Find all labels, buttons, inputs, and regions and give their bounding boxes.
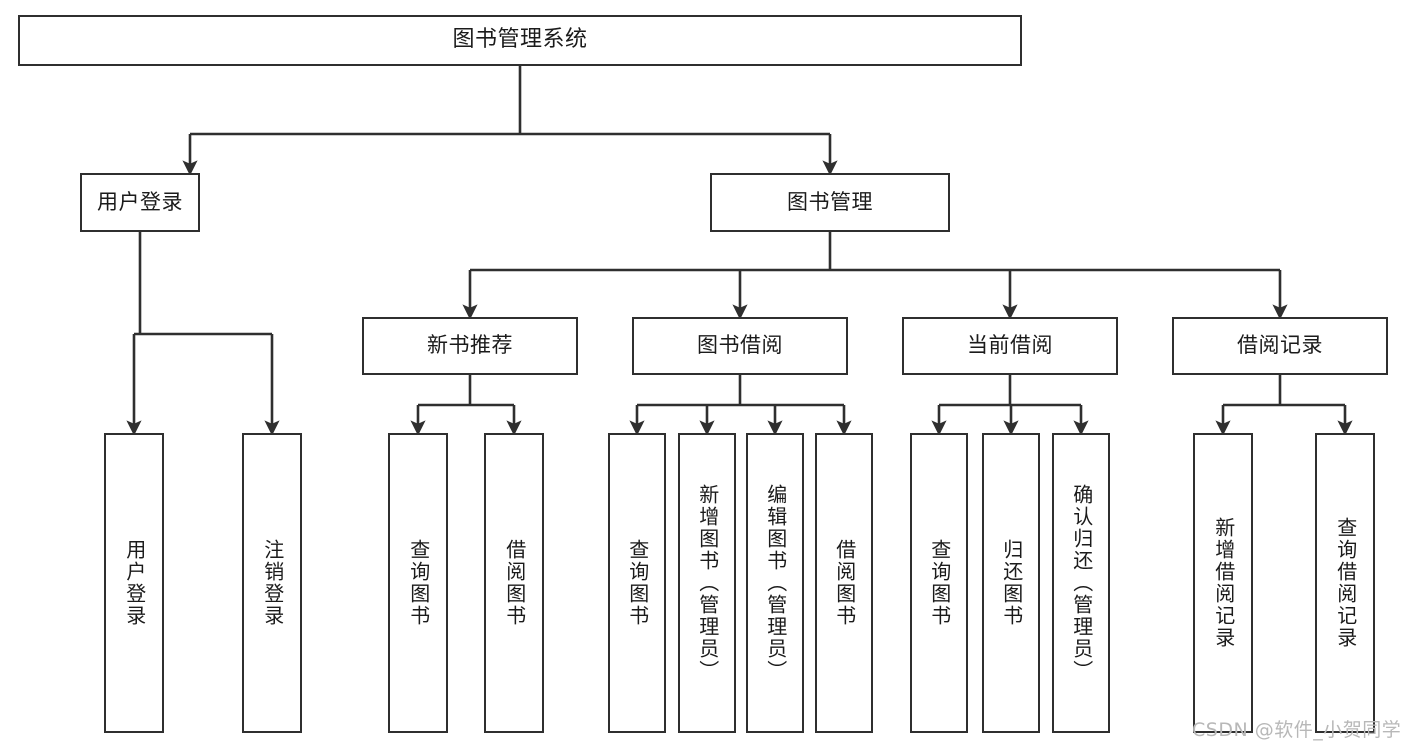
- leaf-borrow-book-recommend-label: 借阅图书: [502, 539, 527, 627]
- node-current-borrow-label: 当前借阅: [967, 333, 1053, 358]
- node-book-management[interactable]: 图书管理: [710, 173, 950, 232]
- leaf-edit-book-admin[interactable]: 编辑图书（管理员）: [746, 433, 804, 733]
- leaf-return-book-label: 归还图书: [999, 539, 1024, 627]
- leaf-query-book-borrow[interactable]: 查询图书: [608, 433, 666, 733]
- leaf-query-borrow-record-label: 查询借阅记录: [1333, 517, 1358, 649]
- node-book-borrow[interactable]: 图书借阅: [632, 317, 848, 375]
- node-new-book-recommend-label: 新书推荐: [427, 333, 513, 358]
- leaf-add-borrow-record-label: 新增借阅记录: [1211, 517, 1236, 649]
- leaf-query-book-recommend[interactable]: 查询图书: [388, 433, 448, 733]
- leaf-add-book-admin-label: 新增图书（管理员）: [695, 484, 720, 682]
- leaf-query-book-current-label: 查询图书: [927, 539, 952, 627]
- node-user-login-label: 用户登录: [97, 189, 183, 214]
- leaf-add-book-admin[interactable]: 新增图书（管理员）: [678, 433, 736, 733]
- leaf-query-book-current[interactable]: 查询图书: [910, 433, 968, 733]
- leaf-confirm-return-admin[interactable]: 确认归还（管理员）: [1052, 433, 1110, 733]
- node-borrow-record[interactable]: 借阅记录: [1172, 317, 1388, 375]
- node-root[interactable]: 图书管理系统: [18, 15, 1022, 66]
- node-book-borrow-label: 图书借阅: [697, 333, 783, 358]
- leaf-user-login[interactable]: 用户登录: [104, 433, 164, 733]
- node-current-borrow[interactable]: 当前借阅: [902, 317, 1118, 375]
- leaf-query-borrow-record[interactable]: 查询借阅记录: [1315, 433, 1375, 733]
- leaf-confirm-return-admin-label: 确认归还（管理员）: [1069, 484, 1094, 682]
- leaf-return-book[interactable]: 归还图书: [982, 433, 1040, 733]
- node-new-book-recommend[interactable]: 新书推荐: [362, 317, 578, 375]
- node-user-login[interactable]: 用户登录: [80, 173, 200, 232]
- leaf-add-borrow-record[interactable]: 新增借阅记录: [1193, 433, 1253, 733]
- node-root-label: 图书管理系统: [452, 27, 588, 53]
- leaf-query-book-recommend-label: 查询图书: [406, 539, 431, 627]
- leaf-user-login-label: 用户登录: [122, 539, 147, 627]
- leaf-borrow-book[interactable]: 借阅图书: [815, 433, 873, 733]
- leaf-borrow-book-label: 借阅图书: [832, 539, 857, 627]
- leaf-user-logout-label: 注销登录: [260, 539, 285, 627]
- leaf-edit-book-admin-label: 编辑图书（管理员）: [763, 484, 788, 682]
- leaf-user-logout[interactable]: 注销登录: [242, 433, 302, 733]
- leaf-query-book-borrow-label: 查询图书: [625, 539, 650, 627]
- leaf-borrow-book-recommend[interactable]: 借阅图书: [484, 433, 544, 733]
- node-book-management-label: 图书管理: [787, 189, 873, 214]
- node-borrow-record-label: 借阅记录: [1237, 333, 1323, 358]
- csdn-watermark: CSDN @软件_小贺同学: [1192, 719, 1402, 741]
